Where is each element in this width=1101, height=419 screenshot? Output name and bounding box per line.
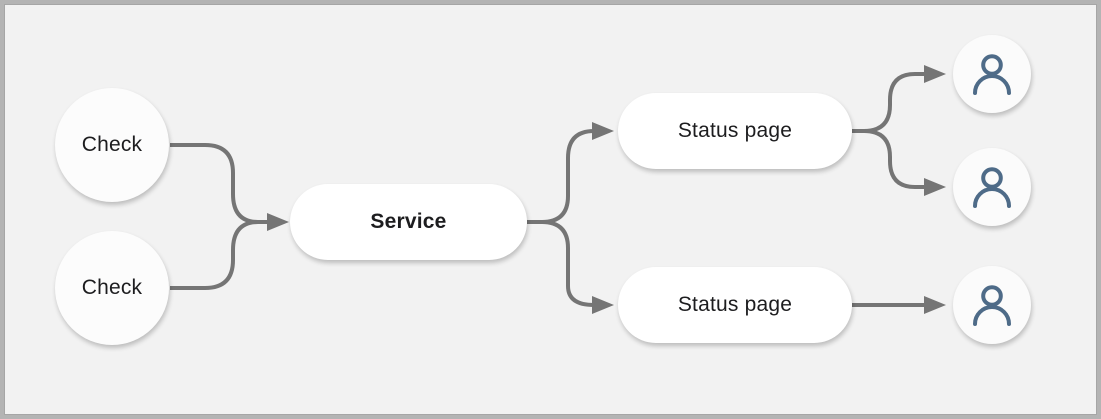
arrowhead-service: [267, 213, 289, 231]
node-user-3: [953, 266, 1031, 344]
arrowhead-status2: [592, 296, 614, 314]
arrowhead-status1: [592, 122, 614, 140]
edge-check1-service: [170, 143, 268, 224]
node-service-label: Service: [370, 210, 447, 233]
node-status-page-1-label: Status page: [677, 119, 793, 142]
person-icon: [973, 167, 1011, 208]
person-icon: [973, 285, 1011, 326]
node-user-1: [953, 35, 1031, 113]
node-check-1: Check: [55, 88, 169, 202]
arrowhead-user1: [924, 65, 946, 83]
node-service: Service: [290, 184, 527, 260]
edge-status1-user2: [852, 129, 925, 189]
edge-service-status2: [527, 220, 595, 307]
node-status-page-1: Status page: [618, 93, 852, 169]
edge-status1-user1: [852, 72, 925, 133]
node-check-2-label: Check: [81, 276, 143, 299]
person-icon: [973, 54, 1011, 95]
node-check-2: Check: [55, 231, 169, 345]
edge-service-status1: [527, 129, 595, 224]
arrowhead-user3: [924, 296, 946, 314]
arrowhead-user2: [924, 178, 946, 196]
node-status-page-2-label: Status page: [677, 293, 793, 316]
node-user-2: [953, 148, 1031, 226]
node-check-1-label: Check: [81, 133, 143, 156]
node-status-page-2: Status page: [618, 267, 852, 343]
edge-check2-service: [170, 220, 268, 290]
